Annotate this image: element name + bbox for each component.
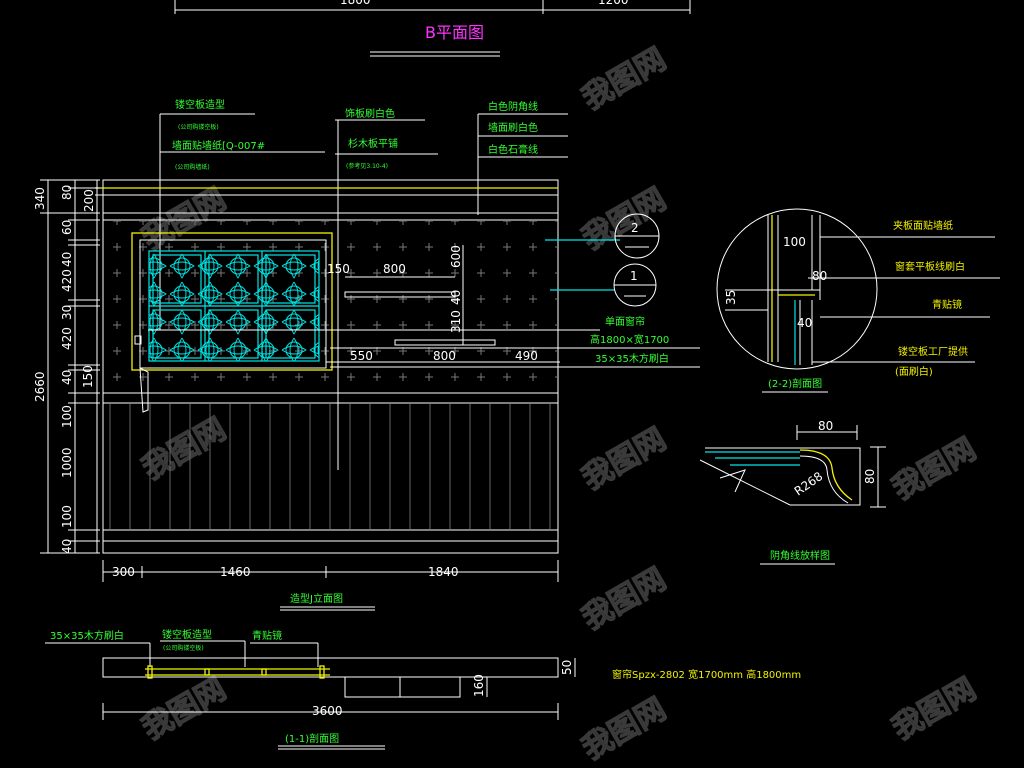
inner-dim: 800: [433, 349, 456, 363]
watermark-text: 我图网: [577, 182, 672, 257]
callout-label: 墙面贴墙纸[Q-007#: [172, 139, 265, 152]
left-dim: 60: [60, 220, 74, 235]
watermark-text: 我图网: [577, 562, 672, 637]
left-dim: 200: [82, 189, 96, 212]
watermark-text: 我图网: [887, 432, 982, 507]
callout-sublabel: (参考见3.10-4): [346, 162, 388, 170]
left-dim: 40: [60, 370, 74, 385]
bottom-dim: 300: [112, 565, 135, 579]
callout-label: 镂空板造型: [175, 98, 225, 111]
curtain-label: 高1800×宽1700: [590, 333, 669, 346]
watermark-text: 我图网: [137, 672, 232, 747]
left-dim: 30: [60, 305, 74, 320]
inner-dim: 40: [449, 290, 463, 305]
cornice-radius: R268: [792, 469, 826, 498]
watermark-text: 我图网: [887, 672, 982, 747]
left-dim: 100: [60, 505, 74, 528]
left-dim: 40: [60, 252, 74, 267]
watermark-text: 我图网: [577, 692, 672, 767]
callout-sublabel: (公司购镂空板): [178, 123, 219, 131]
bottom-dim: 1840: [428, 565, 459, 579]
section-marker-label: 1: [630, 269, 638, 283]
left-dim: 150: [81, 365, 95, 388]
callout-label: 饰板刷白色: [345, 107, 395, 120]
detail-dim: 35: [724, 290, 738, 305]
inner-dim: 490: [515, 349, 538, 363]
detail-label: 窗套平板线刷白: [895, 260, 965, 273]
drawing-title: B平面图: [425, 23, 484, 42]
callout-label: 白色阴角线: [488, 100, 538, 113]
detail-label: (面刷白): [895, 365, 933, 378]
left-dim: 1000: [60, 447, 74, 478]
inner-dim: 550: [350, 349, 373, 363]
section-dim: 160: [472, 674, 486, 697]
callout-sublabel: (公司购墙纸): [175, 163, 210, 171]
left-dim: 40: [60, 539, 74, 554]
curtain-spec: 窗帘Spzx-2802 宽1700mm 高1800mm: [612, 668, 801, 681]
inner-dim: 800: [383, 262, 406, 276]
inner-dim: 150: [327, 262, 350, 276]
watermark-text: 我图网: [577, 42, 672, 117]
curtain-label: 单面窗帘: [605, 315, 645, 328]
callout-label: 墙面刷白色: [488, 121, 538, 134]
elevation-caption: 造型J立面图: [290, 592, 343, 605]
detail-label: 青贴镜: [932, 298, 962, 311]
inner-dim: 600: [449, 245, 463, 268]
top-dim-label: 1800: [340, 0, 371, 7]
detail-label: 夹板面贴墙纸: [893, 219, 953, 232]
left-dim: 420: [60, 269, 74, 292]
left-dim: 420: [60, 327, 74, 350]
left-dim: 340: [33, 187, 47, 210]
section-caption: (1-1)剖面图: [285, 732, 339, 745]
detail-dim: 40: [797, 316, 812, 330]
detail-caption: (2-2)剖面图: [768, 377, 822, 390]
left-dim: 80: [60, 185, 74, 200]
curtain-label: 35×35木方刷白: [595, 352, 669, 365]
section-dim: 50: [560, 660, 574, 675]
section-2-2-detail: 100 80 35 40 夹板面贴墙纸 窗套平板线刷白 青贴镜 镂空板工厂提供 …: [716, 208, 1000, 393]
callout-label: 白色石膏线: [488, 143, 538, 156]
section-total: 3600: [312, 704, 343, 718]
left-dimensions: 340 80 200 60 40 420 30 420 40 150 100 1…: [33, 179, 100, 554]
bottom-dim: 1460: [220, 565, 251, 579]
section-sublabel: (公司购镂空板): [163, 644, 204, 652]
cornice-detail: 80 80 R268 阴角线放样图: [699, 419, 886, 565]
elevation: 150 800 600 40 310 550 800 490 单面窗帘 高180…: [95, 179, 700, 611]
section-label: 镂空板造型: [162, 628, 212, 641]
section-marker-label: 2: [631, 221, 639, 235]
section-1-1-detail: 35×35木方刷白 镂空板造型 (公司购镂空板) 青贴镜 50 160 3600…: [45, 628, 576, 750]
top-dim-label: 1200: [598, 0, 629, 7]
left-dim: 2660: [33, 371, 47, 402]
inner-dim: 310: [449, 310, 463, 333]
section-label: 青贴镜: [252, 629, 282, 642]
cornice-caption: 阴角线放样图: [770, 549, 830, 562]
detail-dim: 80: [812, 269, 827, 283]
section-label: 35×35木方刷白: [50, 629, 124, 642]
cornice-dim: 80: [818, 419, 833, 433]
top-dimension: 1800 1200: [174, 0, 691, 14]
detail-dim: 100: [783, 235, 806, 249]
callout-label: 杉木板平铺: [348, 137, 398, 150]
cornice-dim: 80: [863, 469, 877, 484]
left-dim: 100: [60, 405, 74, 428]
watermark-text: 我图网: [577, 422, 672, 497]
detail-label: 镂空板工厂提供: [898, 345, 968, 358]
